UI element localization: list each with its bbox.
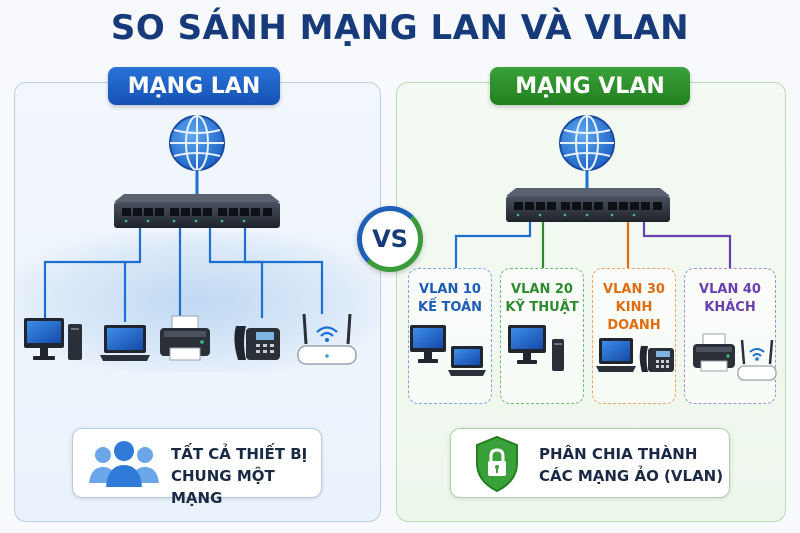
page-title: SO SÁNH MẠNG LAN VÀ VLAN — [110, 8, 690, 48]
vlan-group-10: VLAN 10 KẾ TOÁN — [408, 268, 492, 404]
vlan-description-line2: CÁC MẠNG ẢO (VLAN) — [539, 467, 724, 485]
vlan-name: KẾ TOÁN — [418, 300, 482, 315]
vs-badge: VS — [357, 206, 423, 272]
lan-info-card: TẤT CẢ THIẾT BỊ CHUNG MỘT MẠNG — [72, 428, 322, 507]
vlan-name: KHÁCH — [704, 300, 756, 315]
desktop-computer-icon — [410, 325, 446, 363]
vlan-info-card: PHÂN CHIA THÀNH CÁC MẠNG ẢO (VLAN) — [450, 428, 730, 498]
laptop-icon — [100, 325, 150, 361]
lan-description-line2: CHUNG MỘT MẠNG — [171, 467, 275, 507]
printer-icon — [160, 315, 210, 361]
network-switch-icon — [114, 194, 280, 228]
desktop-computer-icon — [508, 325, 564, 371]
vlan-group-40: VLAN 40 KHÁCH — [684, 268, 776, 404]
wifi-router-icon — [737, 339, 777, 381]
shield-lock-icon — [476, 435, 518, 493]
network-switch-icon — [506, 188, 670, 222]
vlan-description-line1: PHÂN CHIA THÀNH — [539, 445, 698, 463]
vlan-group-30: VLAN 30 KINH DOANH — [592, 268, 676, 404]
globe-icon — [559, 115, 615, 171]
lan-label: MẠNG LAN — [108, 67, 280, 105]
lan-description-line1: TẤT CẢ THIẾT BỊ — [171, 445, 308, 463]
laptop-icon — [448, 346, 486, 376]
lan-links — [43, 228, 324, 322]
vlan-id: VLAN 30 — [603, 282, 665, 297]
vlan-id: VLAN 40 — [699, 282, 761, 297]
vlan-name: KINH DOANH — [607, 300, 661, 333]
wifi-router-icon — [297, 313, 357, 365]
vlan-10-link — [454, 222, 532, 268]
desktop-computer-icon — [24, 318, 82, 360]
printer-icon — [693, 333, 735, 372]
ip-phone-icon — [234, 326, 280, 360]
ip-phone-icon — [639, 346, 674, 372]
globe-icon — [169, 115, 225, 171]
vlan-label: MẠNG VLAN — [490, 67, 690, 105]
vlan-id: VLAN 20 — [511, 282, 573, 297]
vlan-name: KỸ THUẬT — [505, 300, 579, 315]
vlan-id: VLAN 10 — [419, 282, 481, 297]
vlan-40-link — [642, 222, 732, 268]
laptop-icon — [596, 338, 636, 372]
users-group-icon — [89, 441, 159, 487]
